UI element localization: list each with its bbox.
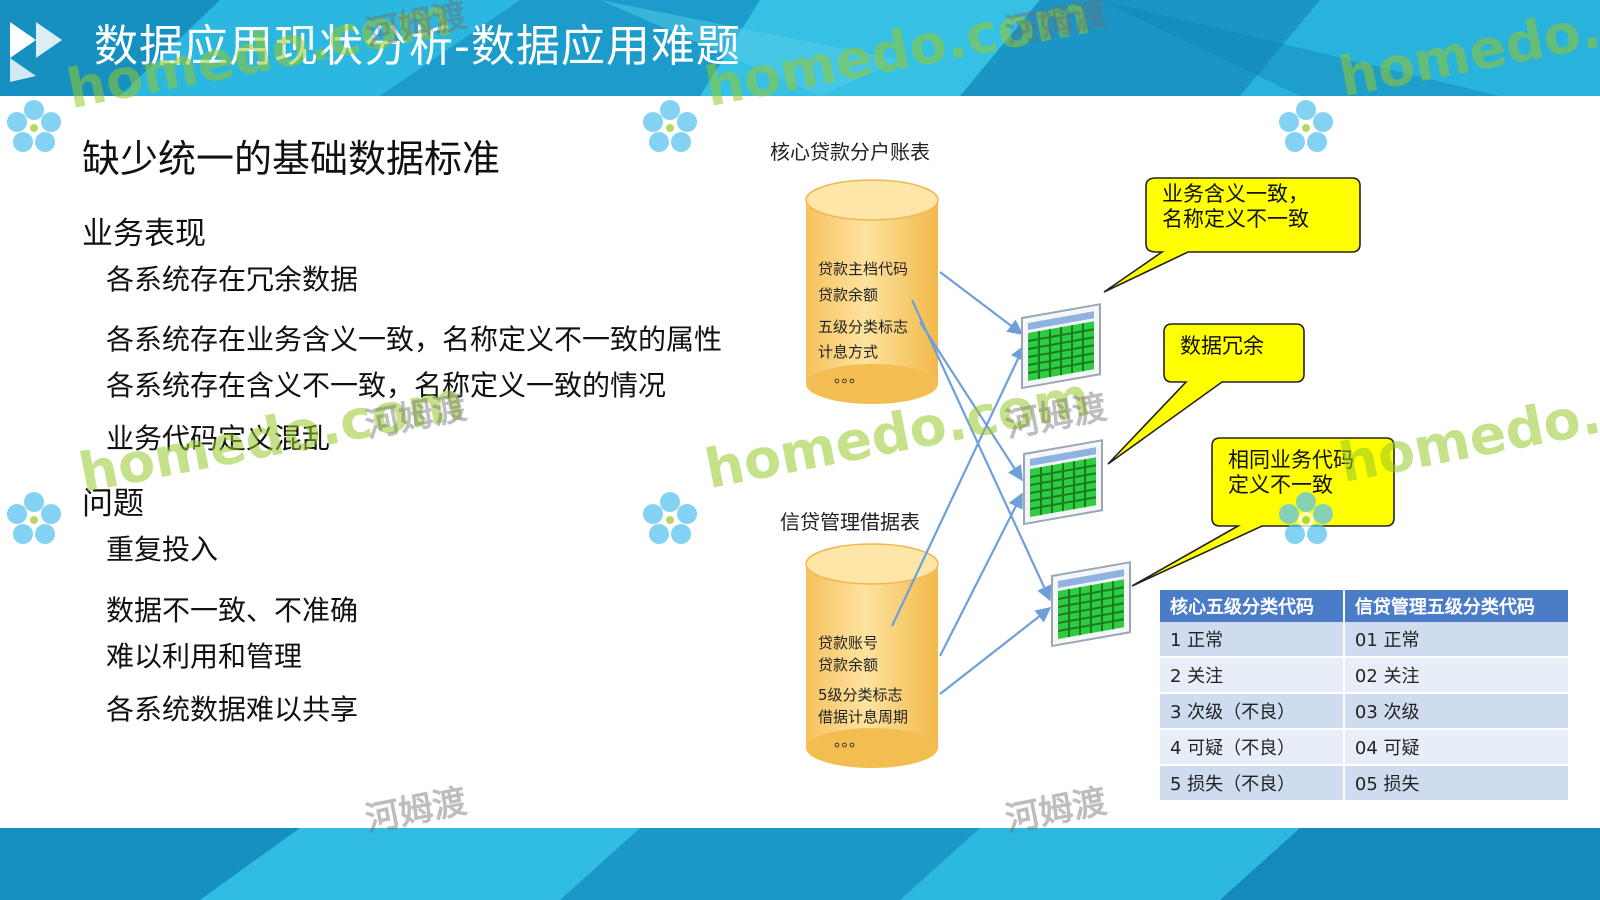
table-row: 5 损失（不良） 05 损失 bbox=[1160, 765, 1571, 802]
database-title-core: 核心贷款分户账表 bbox=[770, 140, 930, 164]
table-cell: 2 关注 bbox=[1160, 657, 1345, 694]
callout-bubble-2 bbox=[1107, 323, 1305, 465]
table-cell: 4 可疑（不良） bbox=[1160, 729, 1345, 766]
table-cell: 01 正常 bbox=[1343, 622, 1571, 658]
field-label: 贷款余额 bbox=[818, 286, 879, 304]
list-item: 各系统数据难以共享 bbox=[106, 693, 359, 726]
table-cell: 03 次级 bbox=[1343, 693, 1571, 730]
list-item: 数据不一致、不准确 bbox=[106, 594, 359, 627]
spreadsheet-screen-icon bbox=[1051, 561, 1131, 648]
code-comparison-table: 核心五级分类代码 信贷管理五级分类代码 1 正常 01 正常 2 关注 02 关… bbox=[1160, 590, 1571, 802]
list-item: 各系统存在冗余数据 bbox=[106, 263, 359, 296]
table-row: 4 可疑（不良） 04 可疑 bbox=[1160, 729, 1571, 766]
field-label: 贷款主档代码 bbox=[818, 260, 909, 278]
field-label: 5级分类标志 bbox=[818, 686, 903, 704]
field-label: 五级分类标志 bbox=[818, 318, 909, 336]
table-cell: 04 可疑 bbox=[1343, 729, 1571, 766]
table-cell: 5 损失（不良） bbox=[1160, 765, 1345, 802]
section-label-problems: 问题 bbox=[82, 486, 144, 522]
field-label: 贷款账号 bbox=[818, 634, 879, 652]
slide-title: 数据应用现状分析-数据应用难题 bbox=[94, 21, 741, 72]
callout-text: 业务含义一致， 名称定义不一致 bbox=[1162, 182, 1309, 231]
bottom-banner bbox=[0, 828, 1600, 900]
callout-text: 数据冗余 bbox=[1180, 334, 1264, 358]
list-item: 各系统存在含义不一致，名称定义一致的情况 bbox=[106, 369, 667, 402]
callout-bubble-3 bbox=[1131, 437, 1395, 587]
table-header-row: 核心五级分类代码 信贷管理五级分类代码 bbox=[1160, 590, 1571, 622]
table-cell: 1 正常 bbox=[1160, 622, 1345, 658]
spreadsheet-screen-icon bbox=[1023, 439, 1103, 526]
list-item: 业务代码定义混乱 bbox=[106, 422, 331, 455]
field-ellipsis: 。。。 bbox=[834, 368, 865, 386]
table-cell: 02 关注 bbox=[1343, 657, 1571, 694]
table-cell: 3 次级（不良） bbox=[1160, 693, 1345, 730]
table-row: 3 次级（不良） 03 次级 bbox=[1160, 693, 1571, 730]
field-label: 计息方式 bbox=[818, 343, 879, 361]
top-banner bbox=[0, 0, 1600, 96]
section-label-business: 业务表现 bbox=[82, 216, 206, 252]
field-label: 借据计息周期 bbox=[818, 708, 909, 726]
spreadsheet-screen-icon bbox=[1021, 303, 1101, 390]
relation-arrows bbox=[891, 271, 1052, 695]
table-row: 1 正常 01 正常 bbox=[1160, 622, 1571, 658]
column-header: 核心五级分类代码 bbox=[1160, 590, 1345, 622]
database-title-credit: 信贷管理借据表 bbox=[780, 510, 920, 534]
database-cylinder-core bbox=[805, 179, 939, 404]
list-item: 重复投入 bbox=[106, 533, 219, 566]
field-label: 贷款余额 bbox=[818, 656, 879, 674]
column-header: 信贷管理五级分类代码 bbox=[1343, 590, 1571, 622]
play-arrows-icon bbox=[10, 18, 72, 82]
table-cell: 05 损失 bbox=[1343, 765, 1571, 802]
callout-text: 相同业务代码 定义不一致 bbox=[1228, 448, 1354, 497]
list-item: 各系统存在业务含义一致，名称定义不一致的属性 bbox=[106, 323, 723, 356]
table-row: 2 关注 02 关注 bbox=[1160, 657, 1571, 694]
field-ellipsis: 。。。 bbox=[834, 732, 865, 750]
main-heading: 缺少统一的基础数据标准 bbox=[82, 137, 501, 181]
callout-bubble-1 bbox=[1103, 177, 1361, 293]
database-cylinder-credit bbox=[805, 543, 939, 768]
list-item: 难以利用和管理 bbox=[106, 640, 303, 673]
